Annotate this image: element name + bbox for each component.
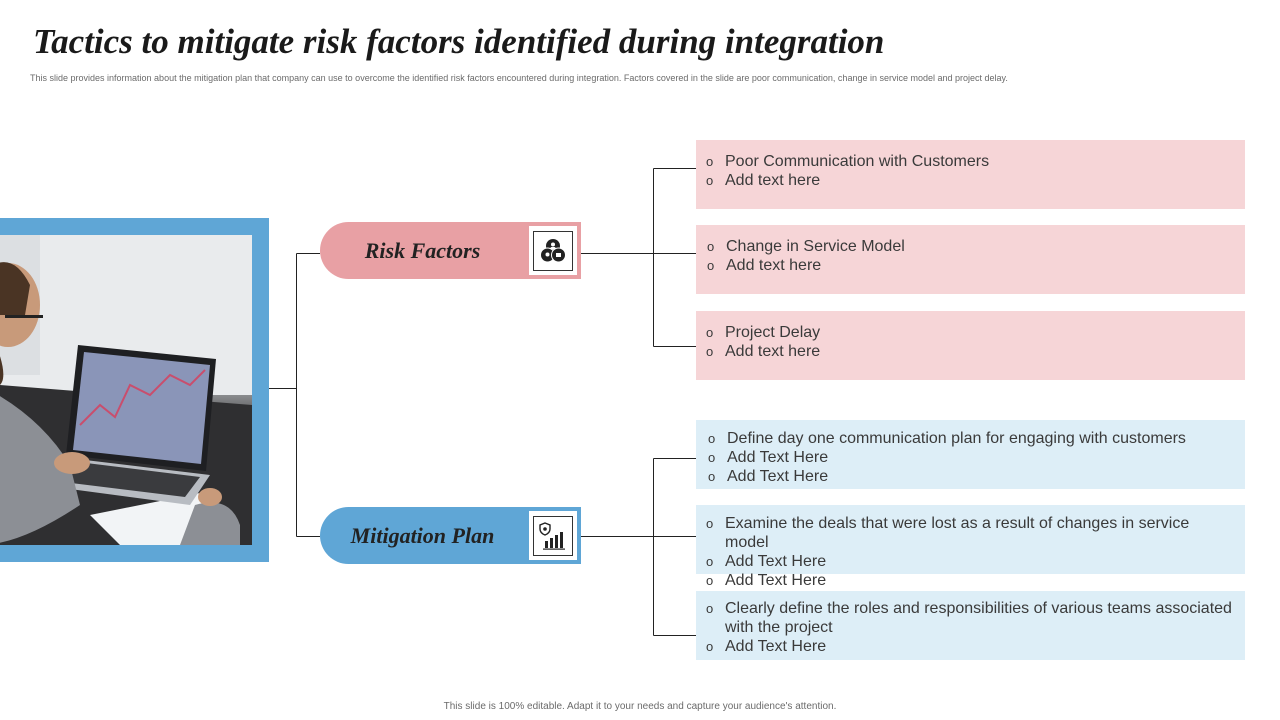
mitigation-box-3-line-2: Add Text Here — [725, 638, 827, 655]
bullet: o — [706, 344, 714, 359]
mitigation-connector — [581, 458, 696, 636]
mitigation-box-1-line-1: Define day one communication plan for en… — [727, 430, 1186, 447]
photo-frame — [0, 218, 269, 562]
mitigation-box-1: o Define day one communication plan for e… — [696, 420, 1245, 489]
bullet: o — [706, 173, 714, 188]
risk-box-2-line-1: Change in Service Model — [726, 238, 905, 255]
risk-factors-node: Risk Factors — [320, 222, 525, 279]
photo-to-branches-connector — [252, 253, 320, 537]
bullet: o — [708, 431, 716, 446]
slide-subtitle: This slide provides information about th… — [30, 73, 1008, 83]
mitigation-box-2-line-3: Add Text Here — [725, 572, 827, 589]
risk-box-2-line-2: Add text here — [726, 257, 822, 274]
bullet: o — [707, 258, 715, 273]
laptop-user-photo — [0, 235, 252, 545]
bullet: o — [706, 554, 714, 569]
mitigation-plan-icon-box — [525, 507, 581, 564]
risk-box-3-line-1: Project Delay — [725, 324, 821, 341]
slide-title: Tactics to mitigate risk factors identif… — [33, 22, 885, 61]
bullet: o — [708, 469, 716, 484]
bullet: o — [706, 639, 714, 654]
bullet: o — [706, 601, 714, 616]
shield-chart-icon — [539, 521, 565, 550]
risk-circles-icon — [540, 238, 566, 262]
risk-factors-label: Risk Factors — [364, 237, 481, 263]
risk-factors-icon-box — [525, 222, 581, 279]
slide-footer: This slide is 100% editable. Adapt it to… — [443, 701, 837, 712]
bullet: o — [706, 573, 714, 588]
risk-box-1-line-2: Add text here — [725, 172, 821, 189]
bullet: o — [706, 154, 714, 169]
mitigation-box-2-line-2: Add Text Here — [725, 553, 827, 570]
risk-box-1-line-1: Poor Communication with Customers — [725, 153, 990, 170]
mitigation-plan-node: Mitigation Plan — [320, 507, 525, 564]
mitigation-box-3-line-1: Clearly define the roles and responsibil… — [725, 600, 1232, 636]
risk-box-3-line-2: Add text here — [725, 343, 821, 360]
mitigation-plan-label: Mitigation Plan — [350, 522, 495, 548]
bullet: o — [706, 516, 714, 531]
mitigation-box-3: o Clearly define the roles and responsibi… — [696, 591, 1245, 660]
mitigation-box-1-line-2: Add Text Here — [727, 449, 829, 466]
mitigation-box-2: o Examine the deals that were lost as a r… — [696, 505, 1245, 589]
mitigation-box-2-line-1: Examine the deals that were lost as a re… — [725, 515, 1190, 551]
mitigation-box-1-line-3: Add Text Here — [727, 468, 829, 485]
risk-connector — [581, 168, 696, 347]
bullet: o — [707, 239, 715, 254]
bullet: o — [706, 325, 714, 340]
bullet: o — [708, 450, 716, 465]
